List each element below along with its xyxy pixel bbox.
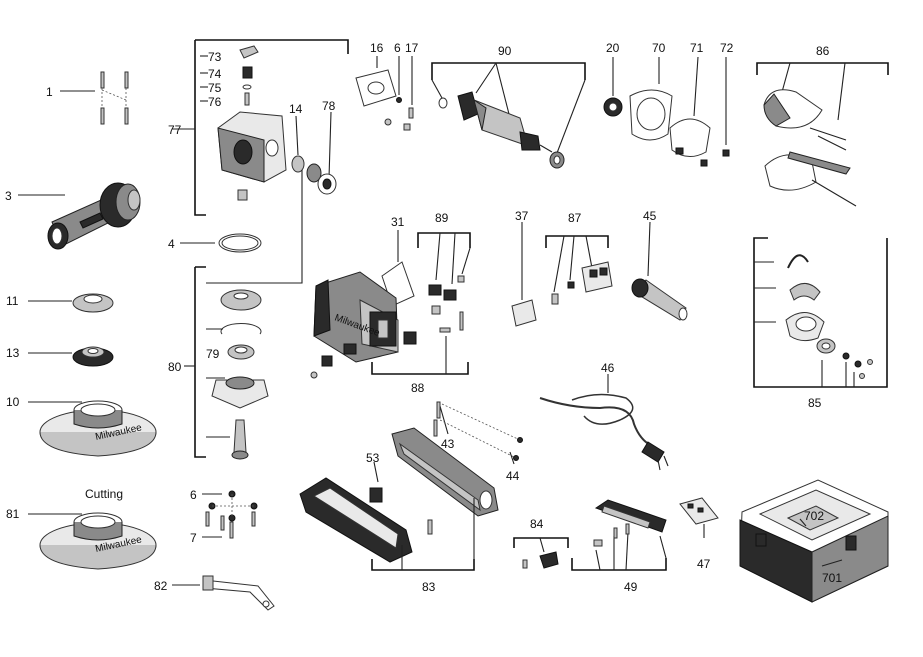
label-89: 89	[435, 211, 449, 225]
label-701: 701	[822, 571, 842, 585]
bracket-89	[417, 232, 471, 285]
part-motor-housing: Milwaukee	[310, 271, 417, 379]
label-70: 70	[652, 41, 666, 55]
part-13-flange-nut	[28, 346, 114, 367]
part-701-carry-case	[739, 479, 889, 603]
label-82: 82	[154, 579, 168, 593]
label-6a: 6	[394, 41, 401, 55]
part-70-fan-baffle	[629, 57, 673, 141]
part-46-cord	[539, 374, 669, 471]
label-79: 79	[206, 347, 220, 361]
part-73-76-small-parts	[200, 45, 259, 106]
bracket-77	[172, 39, 349, 216]
part-6-17-screws	[384, 56, 414, 131]
label-86: 86	[816, 44, 830, 58]
label-78: 78	[322, 99, 336, 113]
part-87-electronics	[551, 261, 613, 305]
label-10: 10	[6, 395, 20, 409]
part-71-brush-holder	[669, 56, 711, 157]
part-14-78-bearings	[291, 111, 337, 195]
part-4-o-ring	[180, 233, 262, 253]
part-49-switch-lever	[593, 499, 667, 547]
part-16-gasket	[355, 56, 397, 107]
part-3-side-handle	[18, 182, 141, 250]
bracket-90	[431, 62, 586, 154]
part-47-electronics-board	[679, 497, 719, 538]
label-702: 702	[804, 509, 824, 523]
part-43-44-screws	[433, 401, 523, 465]
label-87: 87	[568, 211, 582, 225]
bracket-85	[753, 237, 888, 388]
label-81: 81	[6, 507, 20, 521]
label-43: 43	[441, 437, 455, 451]
label-85: 85	[808, 396, 822, 410]
label-71: 71	[690, 41, 704, 55]
part-20-bearing	[603, 57, 623, 117]
part-80-spindle-assembly	[206, 289, 269, 460]
part-81-cutting-guard: Milwaukee	[28, 512, 157, 570]
part-1-screws	[60, 71, 129, 125]
part-10-grinding-guard: Milwaukee	[28, 400, 157, 457]
part-handle-upper	[391, 427, 499, 517]
part-45-cord-guard	[631, 221, 688, 321]
label-49: 49	[624, 580, 638, 594]
label-84: 84	[530, 517, 544, 531]
label-47: 47	[697, 557, 711, 571]
label-73: 73	[208, 50, 222, 64]
label-77: 77	[168, 123, 182, 137]
label-20: 20	[606, 41, 620, 55]
label-90: 90	[498, 44, 512, 58]
part-11-flange	[28, 293, 114, 313]
part-gear-housing	[217, 111, 287, 201]
part-84-lock-button	[522, 551, 559, 569]
part-37-switch	[511, 222, 537, 327]
part-82-spanner	[172, 575, 275, 611]
label-7: 7	[190, 531, 197, 545]
part-88-clip	[439, 327, 451, 333]
bracket-80	[184, 170, 303, 458]
part-53-pcb	[369, 461, 383, 503]
part-89-brushes	[428, 275, 465, 315]
label-1: 1	[46, 85, 53, 99]
part-90-armature	[438, 91, 565, 169]
part-6-7-screws	[202, 490, 258, 539]
part-86-covers-wires	[763, 89, 857, 207]
label-3: 3	[5, 189, 12, 203]
bracket-87	[545, 235, 609, 293]
cutting-caption: Cutting	[85, 487, 123, 501]
label-16: 16	[370, 41, 384, 55]
label-31: 31	[391, 215, 405, 229]
bracket-88	[371, 336, 469, 375]
part-85-brake-parts	[785, 254, 873, 379]
label-83: 83	[422, 580, 436, 594]
label-14: 14	[289, 102, 303, 116]
label-80: 80	[168, 360, 182, 374]
bracket-84	[513, 537, 569, 553]
label-72: 72	[720, 41, 734, 55]
label-45: 45	[643, 209, 657, 223]
bracket-49	[571, 531, 667, 571]
label-4: 4	[168, 237, 175, 251]
part-72-clip	[700, 57, 730, 167]
label-17: 17	[405, 41, 419, 55]
label-76: 76	[208, 95, 222, 109]
label-74: 74	[208, 67, 222, 81]
label-6b: 6	[190, 488, 197, 502]
label-75: 75	[208, 81, 222, 95]
label-11: 11	[6, 294, 19, 308]
part-83-handle-lower	[299, 477, 475, 571]
bracket-86	[756, 62, 889, 121]
part-88-pin	[459, 311, 464, 331]
label-44: 44	[506, 469, 520, 483]
label-53: 53	[366, 451, 380, 465]
label-37: 37	[515, 209, 529, 223]
label-13: 13	[6, 346, 20, 360]
label-88: 88	[411, 381, 425, 395]
label-46: 46	[601, 361, 615, 375]
